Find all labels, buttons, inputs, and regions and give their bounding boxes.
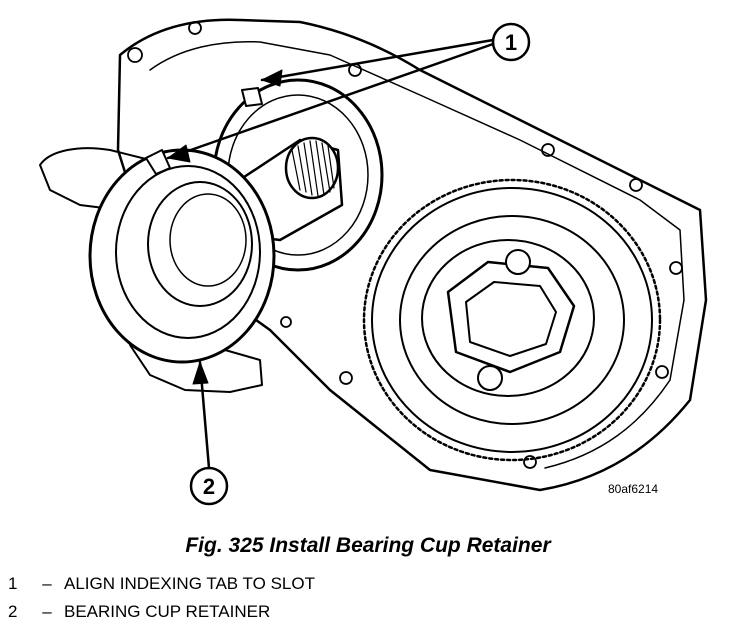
legend-item-dash: –: [42, 574, 52, 593]
figure-id-code: 80af6214: [608, 482, 659, 496]
housing-inner-flange: [149, 40, 685, 469]
housing-bolt-holes: [127, 21, 683, 469]
figure-caption: Fig. 325 Install Bearing Cup Retainer: [185, 534, 551, 557]
output-shaft: [230, 136, 344, 242]
legend-item-text: ALIGN INDEXING TAB TO SLOT: [64, 574, 315, 593]
legend-item-number: 2: [8, 602, 18, 621]
gear-hub: [446, 249, 576, 391]
legend-item-text: BEARING CUP RETAINER: [64, 602, 271, 621]
housing-outline: [116, 18, 708, 492]
callout-1: [166, 22, 531, 163]
bearing-cup-retainer: [88, 148, 276, 364]
legend: 1 –ALIGN INDEXING TAB TO SLOT 2 –BEARING C…: [8, 570, 315, 626]
ring-gear: [362, 178, 662, 462]
callout-2: [189, 360, 229, 506]
callout-2-number: 2: [203, 474, 215, 499]
legend-item: 2 –BEARING CUP RETAINER: [8, 598, 315, 626]
housing-edge: [269, 329, 431, 471]
technical-illustration: 1 2: [39, 18, 708, 506]
legend-item-dash: –: [42, 602, 52, 621]
legend-item-number: 1: [8, 574, 18, 593]
callout-1-number: 1: [505, 30, 517, 55]
legend-item: 1 –ALIGN INDEXING TAB TO SLOT: [8, 570, 315, 598]
